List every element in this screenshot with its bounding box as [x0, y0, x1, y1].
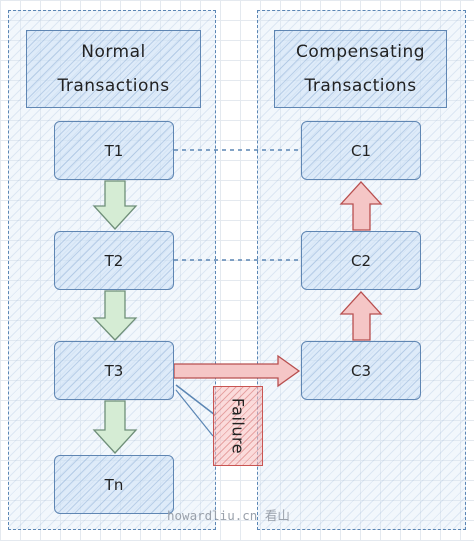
transaction-node-tn: Tn — [54, 455, 174, 514]
compensating-transactions-header: Compensating Transactions — [274, 30, 447, 108]
normal-transactions-header: Normal Transactions — [26, 30, 201, 108]
watermark: howardliu.cn 看山 — [167, 508, 290, 523]
transaction-node-t3: T3 — [54, 341, 174, 400]
transaction-node-t2: T2 — [54, 231, 174, 290]
compensating-node-c1: C1 — [301, 121, 421, 180]
down-arrow-t1-t2 — [92, 180, 138, 230]
failure-arrow-t3-c3 — [173, 354, 301, 388]
up-arrow-c3-c2 — [339, 291, 383, 341]
down-arrow-t2-t3 — [92, 290, 138, 341]
compensating-node-c2: C2 — [301, 231, 421, 290]
up-arrow-c2-c1 — [339, 181, 383, 231]
failure-text: Failure — [228, 397, 248, 455]
failure-label: Failure — [213, 386, 263, 466]
transaction-node-t1: T1 — [54, 121, 174, 180]
compensating-node-c3: C3 — [301, 341, 421, 400]
down-arrow-t3-tn — [92, 400, 138, 454]
failure-pointer-line — [175, 384, 216, 416]
